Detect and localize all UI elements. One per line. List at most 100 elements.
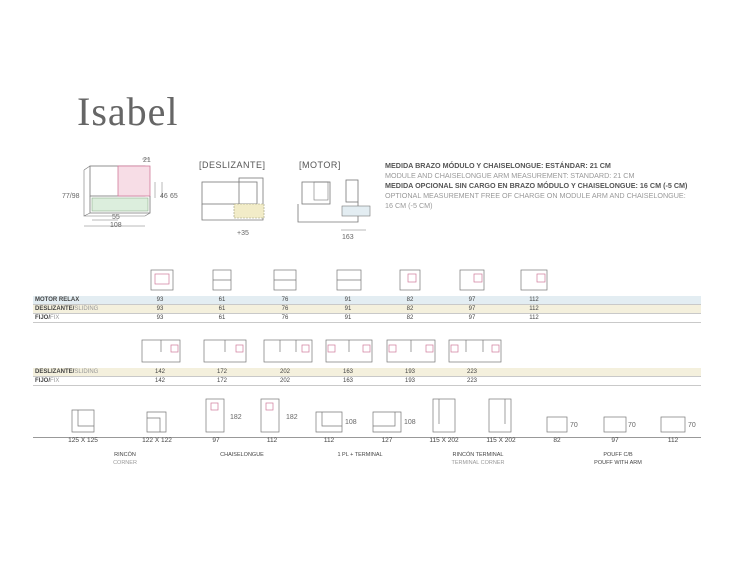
cell-value: 223 (466, 369, 477, 375)
cell-value: 142 (154, 378, 165, 384)
bottom-value: 127 (381, 437, 393, 444)
height-right-dim: 46 (160, 193, 168, 200)
category-label: 1 PL + TERMINAL (325, 451, 395, 459)
measurement-line: MEDIDA OPCIONAL SIN CARGO EN BRAZO MÓDUL… (385, 181, 688, 190)
category-name: RINCÓN (114, 452, 136, 458)
page-title: Isabel (77, 89, 179, 134)
bottom-value: 125 X 125 (68, 437, 98, 444)
category-sub: TERMINAL CORNER (451, 460, 505, 466)
bottom-value: 82 (553, 437, 561, 444)
table-row: FIJO/FIX 93 61 76 91 82 97 112 (33, 314, 701, 323)
bottom-module-icons (71, 398, 686, 433)
category-label: RINCÓN TERMINAL TERMINAL CORNER (438, 451, 518, 467)
table-row: FIJO/FIX 142 172 202 163 193 223 (33, 377, 701, 386)
depth-right-dim: 65 (170, 193, 178, 200)
arm-measurement-notes: MEDIDA BRAZO MÓDULO Y CHAISELONGUE: ESTÁ… (385, 161, 725, 211)
category-label: RINCÓN CORNER (100, 451, 150, 467)
cell-value: 97 (468, 297, 476, 303)
cell-value: 112 (529, 315, 539, 321)
cell-value: 91 (344, 297, 352, 303)
category-name: POUFF C/B (603, 452, 633, 458)
label-motor: [MOTOR] (299, 160, 341, 170)
row-name: DESLIZANTE/ (35, 369, 75, 375)
side-dim: 70 (570, 422, 578, 429)
table1-module-icons (150, 269, 548, 291)
measurement-line: 16 CM (-5 CM) (385, 201, 433, 210)
row-name: MOTOR RELAX (35, 297, 80, 303)
cell-value: 193 (404, 378, 415, 384)
cell-value: 193 (404, 369, 415, 375)
cell-value: 172 (216, 369, 227, 375)
cell-value: 93 (156, 297, 164, 303)
slide-extension-dim: +35 (237, 230, 249, 237)
cell-value: 97 (468, 315, 476, 321)
measurement-line: MEDIDA BRAZO MÓDULO Y CHAISELONGUE: ESTÁ… (385, 161, 611, 170)
bottom-value: 112 (323, 437, 335, 444)
total-depth-dim: 108 (110, 222, 122, 229)
cell-value: 112 (529, 297, 539, 303)
bottom-value: 122 X 122 (142, 437, 172, 444)
category-label: POUFF C/B POUFF WITH ARM (578, 451, 658, 467)
side-dim: 182 (286, 414, 298, 421)
row-name: DESLIZANTE/ (35, 306, 75, 312)
arm-width-dim: 21 (143, 157, 151, 164)
cell-value: 112 (529, 306, 539, 312)
cell-value: 93 (156, 315, 164, 321)
bottom-value: 115 X 202 (486, 437, 516, 444)
cell-value: 82 (406, 315, 414, 321)
cell-value: 76 (281, 306, 289, 312)
cell-value: 202 (279, 369, 290, 375)
side-dim: 70 (688, 422, 696, 429)
cell-value: 163 (342, 378, 353, 384)
motor-recliner-diagram (297, 179, 371, 231)
cell-value: 61 (218, 306, 226, 312)
motor-extension-dim: 163 (342, 234, 354, 241)
cell-value: 82 (406, 297, 414, 303)
row-sub: FIX (50, 315, 60, 321)
category-sub: POUFF WITH ARM (594, 460, 642, 466)
row-sub: SLIDING (74, 369, 99, 375)
table-row: DESLIZANTE/SLIDING 142 172 202 163 193 2… (33, 368, 701, 377)
sliding-seat-diagram (201, 177, 265, 221)
category-sub: CORNER (113, 460, 137, 466)
side-dim: 108 (345, 419, 357, 426)
side-dim: 70 (628, 422, 636, 429)
category-label: CHAISELONGUE (212, 451, 272, 459)
height-dim: 77/98 (62, 193, 80, 200)
bottom-value: 112 (667, 437, 679, 444)
measurement-line: OPTIONAL MEASUREMENT FREE OF CHARGE ON M… (385, 191, 686, 200)
side-dim: 182 (230, 414, 242, 421)
table-row: MOTOR RELAX 93 61 76 91 82 97 112 (33, 296, 701, 305)
side-dim: 108 (404, 419, 416, 426)
cell-value: 93 (156, 306, 164, 312)
row-sub: FIX (50, 378, 60, 384)
table-row: DESLIZANTE/SLIDING 93 61 76 91 82 97 112 (33, 305, 701, 314)
armchair-dimension-diagram (83, 158, 163, 227)
cell-value: 76 (281, 315, 289, 321)
bottom-value: 97 (212, 437, 220, 444)
cell-value: 223 (466, 378, 477, 384)
bottom-divider (33, 437, 701, 438)
cell-value: 91 (344, 306, 352, 312)
label-deslizante: [DESLIZANTE] (199, 160, 266, 170)
cell-value: 142 (154, 369, 165, 375)
category-name: CHAISELONGUE (220, 452, 264, 458)
measurement-line: MODULE AND CHAISELONGUE ARM MEASUREMENT:… (385, 171, 635, 180)
cell-value: 61 (218, 315, 226, 321)
bottom-value: 115 X 202 (429, 437, 459, 444)
cell-value: 76 (281, 297, 289, 303)
table2-module-icons (141, 339, 502, 363)
category-name: RINCÓN TERMINAL (452, 452, 504, 458)
bottom-value: 97 (611, 437, 619, 444)
seat-depth-dim: 55 (112, 214, 120, 221)
row-name: FIJO/ (35, 378, 51, 384)
cell-value: 61 (218, 297, 226, 303)
cell-value: 82 (406, 306, 414, 312)
row-sub: SLIDING (74, 306, 99, 312)
row-name: FIJO/ (35, 315, 51, 321)
cell-value: 172 (216, 378, 227, 384)
cell-value: 202 (279, 378, 290, 384)
category-name: 1 PL + TERMINAL (337, 452, 383, 458)
cell-value: 91 (344, 315, 352, 321)
cell-value: 163 (342, 369, 353, 375)
